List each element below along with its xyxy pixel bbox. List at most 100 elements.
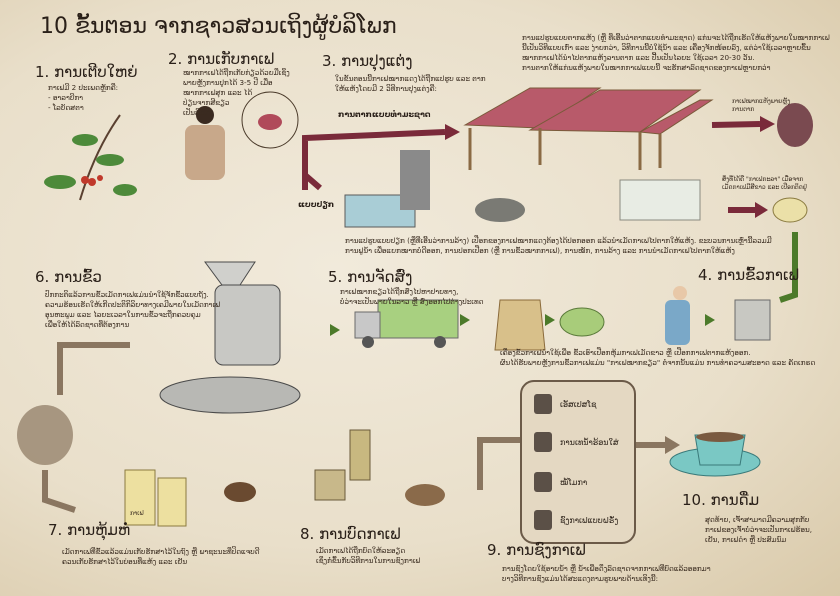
coffee-cup-illustration [669, 432, 761, 477]
moka-pot-icon [534, 472, 552, 492]
text-line: ເພື່ອໃຫ້ໄດ້ລົດຊາດທີ່ຕ້ອງການ [45, 320, 130, 329]
pour-over-icon [534, 432, 552, 452]
step7-text: ເມັດກາເຟທີ່ຂົ້ວແລ້ວແມ່ນເກັບຮັກສາໄວ້ໃນຖົງ… [62, 547, 302, 567]
brew-method-label: ການເທນ້ຳຮ້ອນໃສ່ [560, 437, 619, 447]
step4-text: ເຄື່ອງຂົ້ວກາເຟນຳໃຊ້ເພື່ອ ຂົ້ວເອົາເປືອກຫຸ… [500, 348, 820, 368]
text-line: ບໍ່ວ່າຈະເປັນພາຍໃນລາວ ຫຼື ສົ່ງອອກໄປຕ່າງປະ… [340, 297, 484, 306]
text-line: ປົກກະຕິແລ້ວການຂົ້ວເມັດກາເຟແມ່ນນຳໃຊ້ຈັກຂົ… [45, 290, 209, 299]
text-line: ເປັນສີແດງ [183, 108, 213, 117]
text-line: ກາເຟຂອງເຈົ້າບໍ່ວ່າຈະເປັນກາເຟຮ້ອນ, [705, 525, 813, 534]
step6-heading: 6. ການຂົ້ວ [35, 268, 102, 286]
wet-process-label: ແບບປຽກ [298, 200, 335, 209]
text-line: ໃຫ້ແຫ້ງໂດຍມີ 2 ວິທີການປຸງແຕ່ງຄື: [335, 84, 437, 93]
process-arrows-brown [42, 342, 665, 513]
text-line: - ໂລບັດສຕາ [48, 103, 84, 112]
text-line: ການຕາກໃຫ້ແກ່ນແຫ້ງພາຍໃນໝາກກາເຟແບບນີ້ ຈະຮັ… [522, 63, 771, 72]
brew-method-label: ໝໍ້ໂມກາ [560, 477, 588, 487]
step5-text: ກາເຟໝາກຂຽວໄດ້ຖືກສົ່ງໄປຫາປາຍທາງ,ບໍ່ວ່າຈະເ… [340, 287, 510, 307]
text-line: ຜົນໄດ້ຮັບພາຍຫຼັງການຂົ້ວກາເຟແມ່ນ "ກາເຟໝາກ… [500, 358, 816, 367]
french-press-icon [534, 510, 552, 530]
dried-cherry-illustration [777, 103, 813, 147]
drying-racks-illustration [463, 87, 714, 170]
step9-text: ການຊົງໂດຍໃຊ້ອາຍນ້ຳ ຫຼື ນ້ຳເພື່ອດຶງລົດຊາດ… [502, 564, 802, 584]
step4-heading: 4. ການຂົ້ວກາເຟ [698, 266, 799, 284]
ground-coffee-illustration [405, 484, 445, 506]
step1-heading: 1. ການເຕີບໃຫຍ່ [35, 63, 138, 81]
step3-text: ໃນຂັ້ນຕອນນີ້ກາເຟໝາກແດງໄດ້ຖືກແປຮູບ ແລະ ຕາ… [335, 74, 525, 94]
winnowing-woman-illustration [665, 286, 690, 345]
brew-method-label: ຊົງກາເຟແບບຝຣັ່ງ [560, 515, 619, 525]
process-arrows-green [779, 232, 798, 303]
text-line: ການຊົງໂດຍໃຊ້ອາຍນ້ຳ ຫຼື ນ້ຳເພື່ອດຶງລົດຊາດ… [502, 564, 711, 573]
text-line: ການຟູນ້ຳ ເພື່ອແຍກໝາກບໍ່ດີອອກ, ການປອກເປືອ… [345, 246, 735, 255]
roaster-illustration [159, 261, 301, 414]
step6-text: ປົກກະຕິແລ້ວການຂົ້ວເມັດກາເຟແມ່ນນຳໃຊ້ຈັກຂົ… [45, 290, 235, 330]
text-line: ນີ້ເປັນວິທີແບບເກົ່າ ແລະ ງ່າຍກວ່າ, ວິທີກາ… [522, 43, 811, 52]
text-line: ເຢັນ, ກາເຟດຳ ຫຼື ປະສົມນົມ [705, 535, 787, 544]
step1-text: ກາເຟມີ 2 ປະເພດຫຼັກຄື:- ອາລາບີກາ- ໂລບັດສຕ… [48, 83, 148, 113]
text-line: ເມັດກາເຟທີ່ຂົ້ວແລ້ວແມ່ນເກັບຮັກສາໄວ້ໃນຖົງ… [62, 547, 260, 556]
coffee-bags-illustration [124, 469, 187, 527]
brew-method-pour-over: ການເທນ້ຳຮ້ອນໃສ່ [534, 432, 619, 452]
dry-process-text: ການແປຮູບແບບຕາກແຫ້ງ (ຫຼື ທີ່ເອີ້ນວ່າຕາກແບ… [522, 33, 837, 73]
text-line: ຄວນເກັບຮັກສາໄວ້ໃນບ່ອນທີ່ແຫ້ງ ແລະ ເຢັນ [62, 557, 188, 566]
brewing-methods-panel: ເອັສເປສໂຊ ການເທນ້ຳຮ້ອນໃສ່ ໝໍ້ໂມກາ ຊົງກາເ… [520, 380, 636, 544]
green-bean-illustration [559, 307, 605, 337]
text-line: ເຄື່ອງຂົ້ວກາເຟນຳໃຊ້ເພື່ອ ຂົ້ວເອົາເປືອກຫຸ… [500, 348, 751, 357]
text-line: ໝາກກາເຟໄດ້ຖືກເກັບກ່ຽວດ້ວຍມືເຊິ່ງ [183, 68, 290, 77]
brew-method-french-press: ຊົງກາເຟແບບຝຣັ່ງ [534, 510, 618, 530]
dry-result-label: ກາເຟໝາກແຫ້ງພາຍຫຼັງການຕາກ [732, 98, 790, 114]
wet-process-text: ການແປຮູບແບບປຽກ (ຫຼືທີ່ເອີ້ນວ່າການລ້າງ) ເ… [345, 236, 795, 256]
text-line: ສິ່ງທີ່ໄດ້ຄື "ກາເຟກະລາ" ເມື່ອຈາກ [722, 176, 804, 183]
text-line: ປ່ຽນຈາກສີຂຽວ [183, 98, 230, 107]
parchment-bean-illustration [772, 197, 808, 223]
text-line: ການແປຮູບແບບຕາກແຫ້ງ (ຫຼື ທີ່ເອີ້ນວ່າຕາກແບ… [522, 33, 830, 42]
truck-illustration [354, 299, 459, 348]
step2-text: ໝາກກາເຟໄດ້ຖືກເກັບກ່ຽວດ້ວຍມືເຊິ່ງພາຍຫຼັງກ… [183, 68, 323, 118]
step9-heading: 9. ການຊົງກາເຟ [487, 541, 586, 559]
wet-process-illustration [344, 150, 701, 228]
text-line: ກາເຟໝາກຂຽວໄດ້ຖືກສົ່ງໄປຫາປາຍທາງ, [340, 287, 459, 296]
bag-label: ກາເຟ [130, 510, 144, 517]
text-line: ພາຍຫຼັງການປູກໄດ້ 3-5 ປີ ເມື່ອ [183, 78, 273, 87]
step10-heading: 10. ການດື່ມ [682, 491, 760, 509]
text-line: ເຊິ່ງກໍ່ຂຶ້ນກັບວິທີການໃນການຊົງກາເຟ [316, 556, 421, 565]
step3-heading: 3. ການປຸງແຕ່ງ [322, 52, 413, 70]
brew-method-label: ເອັສເປສໂຊ [560, 399, 597, 409]
roasted-bean-illustration [224, 482, 256, 502]
process-arrows-red [302, 121, 761, 213]
text-line: ໝາກກາເຟສຸກ ແລະ ໄດ້ [183, 88, 253, 97]
step8-heading: 8. ການບົດກາເຟ [300, 525, 401, 543]
text-line: ການຕາກ [732, 106, 755, 113]
text-line: ອຸນຫະພູມ ແລະ ໄລຍະເວລາໃນການຂົ້ວຈະຖືກຄວບຄຸ… [45, 310, 201, 319]
coffee-plant-illustration [44, 114, 137, 201]
text-line: - ອາລາບີກາ [48, 93, 84, 102]
text-line: ບາງວິທີການຊົງແມ່ນໄດ້ສະແດງຕາມຮູບພາບດ້ານເທ… [502, 574, 659, 583]
step8-text: ເມັດກາເຟໄດ້ຖືກບົດໃຫ້ລະອຽດເຊິ່ງກໍ່ຂຶ້ນກັບ… [316, 546, 486, 566]
text-line: ການແປຮູບແບບປຽກ (ຫຼືທີ່ເອີ້ນວ່າການລ້າງ) ເ… [345, 236, 772, 245]
coffee-sack-illustration [494, 299, 546, 351]
espresso-machine-icon [534, 394, 552, 414]
text-line: ກາເຟໝາກແຫ້ງພາຍຫຼັງ [732, 98, 791, 105]
dry-process-label: ການຕາກແບບທຳມະຊາດ [338, 110, 431, 119]
text-line: ຄວາມຮ້ອນເຮັດໃຫ້ເກີດປະຕິກິລິຍາທາງເຄມີພາຍໃ… [45, 300, 221, 309]
wet-result-label: ສິ່ງທີ່ໄດ້ຄື "ກາເຟກະລາ" ເມື່ອຈາກເມັດກາເຟ… [722, 176, 807, 192]
text-line: ກາເຟມີ 2 ປະເພດຫຼັກຄື: [48, 83, 119, 92]
step7-heading: 7. ການຫຸ້ມຫໍ່ [48, 521, 131, 539]
text-line: ສຸດທ້າຍ, ເຈົ້າສາມາດມີຄວາມສຸກກັບ [705, 515, 810, 524]
step10-text: ສຸດທ້າຍ, ເຈົ້າສາມາດມີຄວາມສຸກກັບກາເຟຂອງເຈ… [705, 515, 835, 545]
step5-heading: 5. ການຈັດສົ່ງ [328, 268, 413, 286]
text-line: ເມັດກາເຟມີສີຂາວ ແລະ ເປືອກຕິດຢູ່ [722, 184, 807, 191]
brew-method-espresso: ເອັສເປສໂຊ [534, 394, 596, 414]
text-line: ເມັດກາເຟໄດ້ຖືກບົດໃຫ້ລະອຽດ [316, 546, 406, 555]
coffee-picker-illustration [185, 91, 299, 180]
hulling-machine-illustration [734, 299, 771, 341]
grinder-illustration [314, 429, 371, 501]
roasted-beans-bowl-illustration [17, 405, 73, 465]
poster-title: 10 ຂັ້ນຕອນ ຈາກຊາວສວນເຖິງຜູ້ບໍລິໂພກ [40, 14, 397, 39]
brew-method-moka: ໝໍ້ໂມກາ [534, 472, 587, 492]
step2-heading: 2. ການເກັບກາເຟ [168, 50, 275, 68]
text-line: ໃນຂັ້ນຕອນນີ້ກາເຟໝາກແດງໄດ້ຖືກແປຮູບ ແລະ ຕາ… [335, 74, 486, 83]
